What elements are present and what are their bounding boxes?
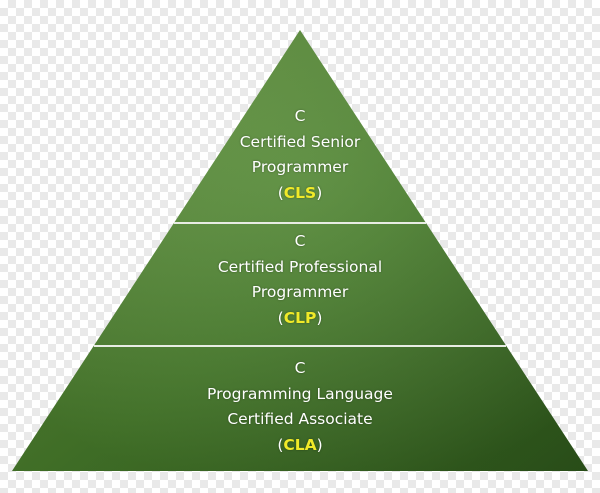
tier-top-paren-open: ( [277, 183, 284, 202]
tier-middle-letter: C [294, 232, 306, 250]
tier-top-line2: Programmer [251, 158, 349, 176]
tier-bottom-cla: C Programming Language Certified Associa… [160, 356, 440, 458]
tier-top-abbreviation: CLS [283, 183, 317, 202]
tier-middle-line1: Certified Professional [217, 257, 383, 276]
tier-middle-abbr-line: (CLP) [160, 306, 440, 332]
tier-top-paren-close: ) [316, 183, 323, 202]
tier-middle-clp: C Certified Professional Programmer (CLP… [160, 229, 440, 331]
tier-top-cls: C Certified Senior Programmer (CLS) [160, 104, 440, 206]
tier-bottom-line1: Programming Language [207, 384, 393, 403]
tier-bottom-letter: C [294, 359, 306, 377]
tier-bottom-abbreviation: CLA [283, 435, 317, 454]
tier-bottom-line2: Certified Associate [227, 410, 373, 428]
tier-bottom-paren-close: ) [316, 435, 323, 454]
pyramid-shading [12, 30, 588, 471]
tier-bottom-abbr-line: (CLA) [160, 433, 440, 459]
tier-top-abbr-line: (CLS) [160, 181, 440, 207]
tier-middle-line2: Programmer [251, 283, 349, 301]
tier-middle-paren-close: ) [316, 308, 323, 327]
tier-top-line1: Certified Senior [239, 132, 361, 151]
tier-middle-abbreviation: CLP [283, 308, 317, 327]
tier-top-letter: C [294, 107, 306, 125]
tier-middle-paren-open: ( [277, 308, 284, 327]
tier-bottom-paren-open: ( [277, 435, 284, 454]
